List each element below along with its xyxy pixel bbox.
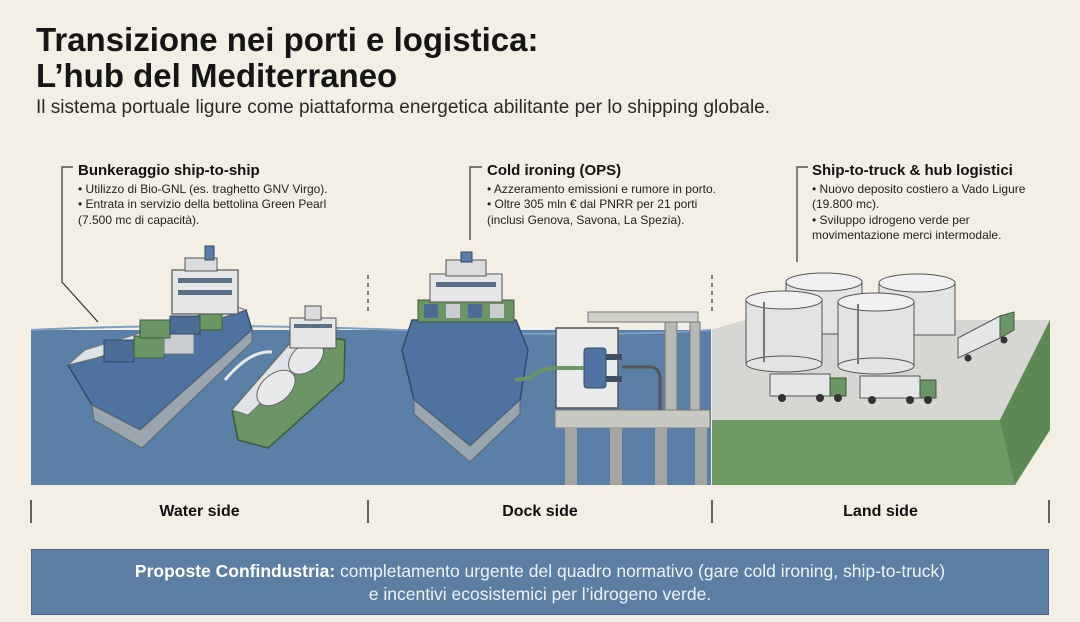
callout-ship-to-truck-line-1: • Nuovo deposito costiero a Vado Ligure [812,181,1026,196]
callout-bunkering-line-2: • Entrata in servizio della bettolina Gr… [78,197,327,211]
callout-bunkering-line-3: (7.500 mc di capacità). [78,212,200,227]
callout-cold-ironing-heading: Cold ironing (OPS) [487,162,622,179]
callout-ship-to-truck-line-4: movimentazione merci intermodale. [812,228,1002,242]
callout-ship-to-truck: Ship-to-truck & hub logistici • Nuovo de… [812,163,1025,244]
callout-bunkering-heading: Bunkeraggio ship-to-ship [78,162,260,179]
section-scale [30,500,1050,523]
callout-ship-to-truck-line-3: • Sviluppo idrogeno verde per [812,212,970,227]
page-title: Transizione nei porti e logistica: L’hub… [36,22,538,94]
section-label-land: Land side [843,503,918,520]
banner-line-1: Proposte Confindustria: completamento ur… [32,560,1048,583]
truck-1 [769,373,847,402]
water-surface [30,325,712,335]
section-label-dock: Dock side [502,503,578,520]
section-label-water: Water side [159,503,240,520]
callout-bunkering-line-1: • Utilizzo di Bio-GNL (es. traghetto GNV… [78,181,328,196]
bunker-barge [223,305,346,449]
title-line-1: Transizione nei porti e logistica: [36,21,539,58]
callout-cold-ironing-line-2: • Oltre 305 mln € dal PNRR per 21 porti [487,197,698,211]
leader-ship-to-truck [796,166,808,262]
storage-tanks [745,272,956,375]
callout-cold-ironing: Cold ironing (OPS) • Azzeramento emissio… [487,163,716,228]
dock-pier [514,311,711,485]
banner-bold-label: Proposte Confindustria: [134,561,336,581]
callout-cold-ironing-line-1: • Azzeramento emissioni e rumore in port… [487,181,716,196]
callout-cold-ironing-line-3: (inclusi Genova, Savona, La Spezia). [487,212,685,227]
banner-text-1: completamento urgente del quadro normati… [335,561,946,581]
container-ship [66,245,253,449]
port-illustration [30,166,1050,523]
leader-cold-ironing [469,166,482,240]
callout-ship-to-truck-heading: Ship-to-truck & hub logistici [812,162,1013,179]
cruise-ship [401,251,529,463]
leader-bunkering [61,166,99,323]
confindustria-banner: Proposte Confindustria: completamento ur… [31,549,1049,615]
truck-3 [957,311,1015,362]
title-line-2: L’hub del Mediterraneo [36,57,398,94]
callout-bunkering: Bunkeraggio ship-to-ship • Utilizzo di B… [78,163,328,228]
truck-2 [859,375,937,404]
page-subtitle: Il sistema portuale ligure come piattafo… [36,97,771,118]
banner-text-2: e incentivi ecosistemici per l’idrogeno … [368,584,712,604]
callout-ship-to-truck-line-2: (19.800 mc). [812,197,880,211]
